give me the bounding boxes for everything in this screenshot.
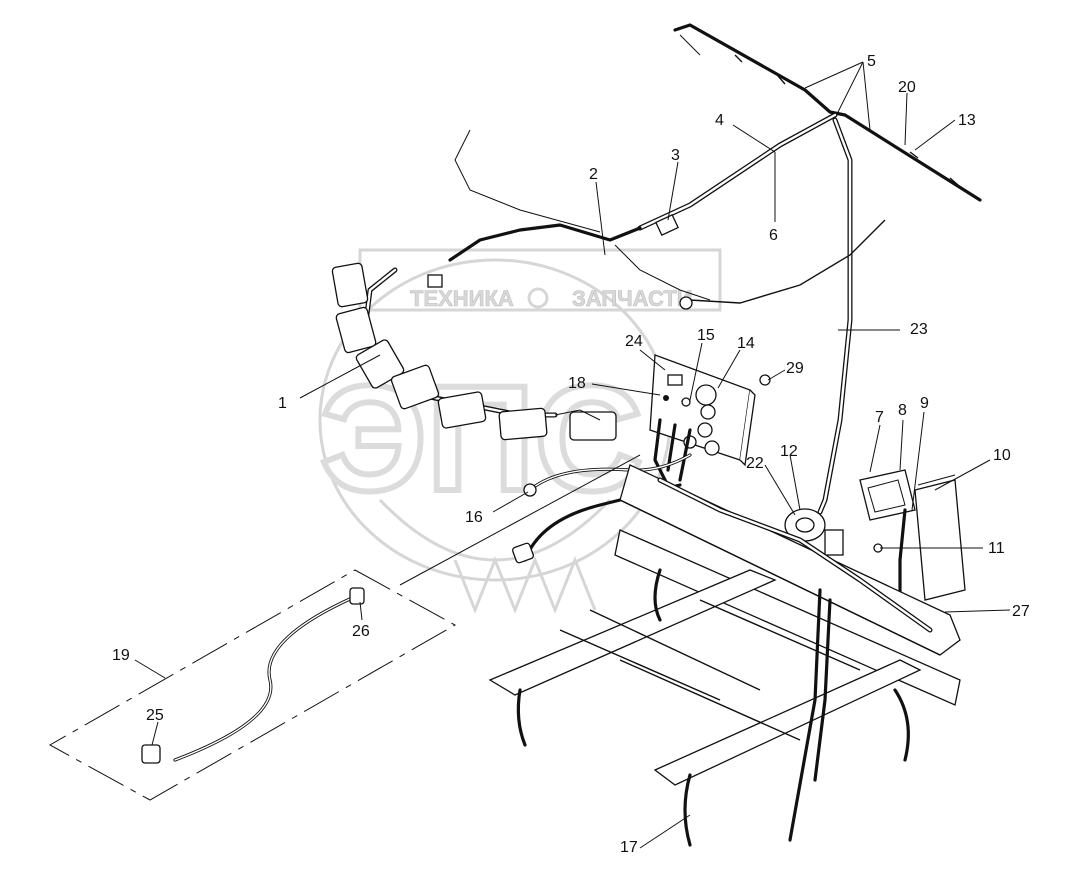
watermark-text-right: ЗАПЧАСТИ: [572, 286, 693, 311]
callout-6: 6: [769, 227, 778, 244]
callout-19: 19: [112, 647, 130, 664]
callout-11: 11: [988, 540, 1005, 557]
upper-harness: [448, 23, 982, 515]
callout-27: 27: [1012, 603, 1030, 620]
callout-26: 26: [352, 623, 370, 640]
light-harness: [331, 262, 617, 441]
callout-4: 4: [715, 112, 724, 129]
modules: [784, 469, 966, 632]
callouts: 1 2 3 4 5 6 7 8 9 10 11 12 13 14 15 16 1…: [112, 53, 1030, 856]
callout-22: 22: [746, 455, 764, 472]
callout-15: 15: [697, 327, 715, 344]
callout-5: 5: [867, 53, 876, 70]
gear-icon: [527, 287, 549, 309]
inset-hose: [48, 569, 457, 801]
frame: [488, 529, 961, 847]
watermark-text-left: ТЕХНИКА: [410, 286, 514, 311]
callout-13: 13: [958, 112, 976, 129]
callout-8: 8: [898, 402, 907, 419]
callout-16: 16: [465, 509, 483, 526]
callout-20: 20: [898, 79, 916, 96]
callout-9: 9: [920, 395, 929, 412]
watermark: ТЕХНИКА ЗАПЧАСТИ ЭПС: [317, 248, 722, 615]
callout-17: 17: [620, 839, 638, 856]
callout-7: 7: [875, 409, 884, 426]
callout-3: 3: [671, 147, 680, 164]
channel-rail: [619, 464, 961, 656]
callout-25: 25: [146, 707, 164, 724]
callout-14: 14: [737, 335, 755, 352]
callout-2: 2: [589, 166, 598, 183]
callout-18: 18: [568, 375, 586, 392]
callout-1: 1: [278, 395, 287, 412]
callout-23: 23: [910, 321, 928, 338]
callout-29: 29: [786, 360, 804, 377]
callout-12: 12: [780, 443, 798, 460]
leader-lines: [134, 61, 1011, 849]
control-panel: [649, 354, 771, 492]
callout-24: 24: [625, 333, 643, 350]
callout-10: 10: [993, 447, 1011, 464]
